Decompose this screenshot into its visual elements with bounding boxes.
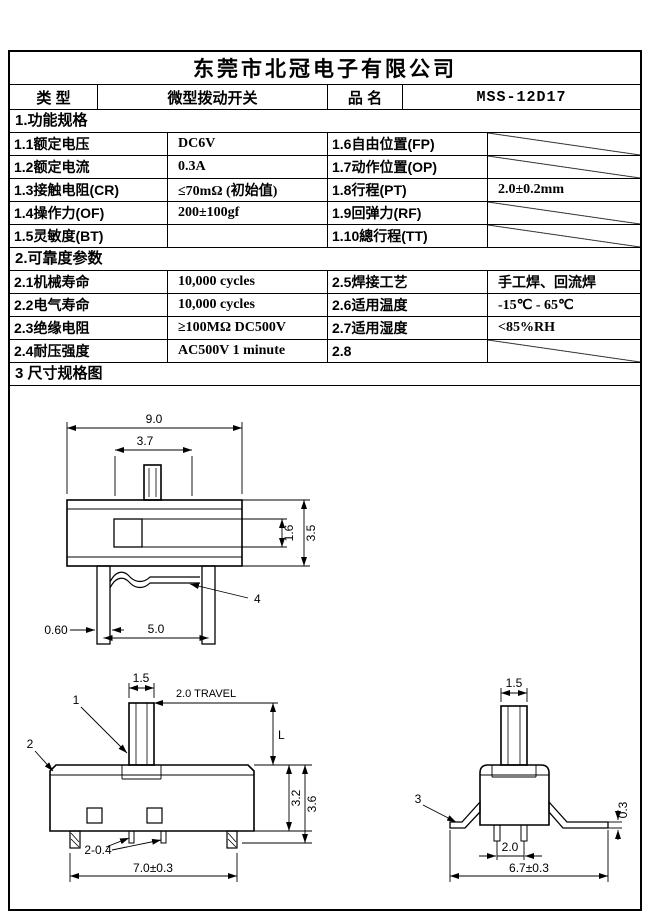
table-row: 1.1额定电压 DC6V 1.6自由位置(FP) — [10, 133, 640, 156]
table-row: 1.5灵敏度(BT) 1.10總行程(TT) — [10, 225, 640, 248]
spec-label: 2.4耐压强度 — [14, 343, 90, 359]
dim-travel: 2.0 TRAVEL — [176, 688, 236, 700]
table-row: 1.4操作力(OF) 200±100gf 1.9回弹力(RF) — [10, 202, 640, 225]
spec-sheet: 东莞市北冠电子有限公司 类 型 微型拨动开关 品 名 MSS-12D17 1.功… — [8, 50, 642, 911]
front-view-pins — [69, 830, 238, 849]
spec-value: -15℃ - 65℃ — [487, 294, 640, 316]
part-label-2: 2 — [27, 737, 34, 751]
section1-title: 1.功能规格 — [10, 110, 640, 133]
dim-knob-width: 1.5 — [506, 676, 523, 690]
side-view-pins — [493, 824, 528, 842]
part-label-1: 1 — [73, 693, 80, 707]
part-number: MSS-12D17 — [402, 85, 640, 109]
spec-value: 10,000 cycles — [167, 294, 327, 316]
spec-value: <85%RH — [487, 317, 640, 339]
name-label: 品 名 — [327, 85, 402, 109]
spec-label: 1.2额定电流 — [14, 159, 90, 175]
top-view-dim-text: 9.0 3.7 1.6 3.5 0.60 5.0 4 — [44, 412, 318, 637]
spec-label: 2.8 — [327, 340, 487, 362]
part-label-4: 4 — [254, 592, 261, 606]
spec-value-na — [487, 225, 640, 247]
front-view-dim-text: 1.5 2.0 TRAVEL 1 2 L 3.2 3.6 2-0.4 7.0±0… — [27, 671, 319, 875]
spec-label: 2.1机械寿命 — [14, 274, 90, 290]
dim-total-height: 3.6 — [305, 795, 319, 812]
spec-value — [167, 225, 327, 247]
dim-knob-width: 1.5 — [133, 671, 150, 685]
spec-value: AC500V 1 minute — [167, 340, 327, 362]
type-label: 类 型 — [36, 89, 71, 107]
spec-label: 1.7动作位置(OP) — [327, 156, 487, 178]
spec-value: 手工焊、回流焊 — [487, 271, 640, 293]
side-view — [422, 688, 622, 882]
top-view-spring-clip — [109, 571, 200, 589]
dim-overall-width: 7.0±0.3 — [133, 861, 173, 875]
type-value: 微型拨动开关 — [97, 85, 327, 109]
side-view-dim-text: 1.5 3 0.3 2.0 6.7±0.3 — [415, 676, 630, 875]
table-row: 2.4耐压强度 AC500V 1 minute 2.8 — [10, 340, 640, 363]
spec-label: 2.5焊接工艺 — [327, 271, 487, 293]
front-view-dim-lines — [34, 683, 312, 882]
dim-overall-width: 9.0 — [146, 412, 163, 426]
spec-label: 1.10總行程(TT) — [327, 225, 487, 247]
spec-label: 1.3接触电阻(CR) — [14, 182, 120, 198]
spec-value-na — [487, 156, 640, 178]
dim-height-l: L — [278, 728, 285, 742]
part-label-3: 3 — [415, 792, 422, 806]
spec-label: 1.6自由位置(FP) — [327, 133, 487, 155]
table-row: 2.3绝缘电阻 ≥100MΩ DC500V 2.7适用湿度 <85%RH — [10, 317, 640, 340]
dim-foot-thickness: 0.3 — [616, 801, 630, 818]
table-row: 2.2电气寿命 10,000 cycles 2.6适用温度 -15℃ - 65℃ — [10, 294, 640, 317]
spec-value-na — [487, 133, 640, 155]
section3-title: 3 尺寸规格图 — [10, 363, 640, 386]
top-view-knob — [143, 464, 162, 501]
top-view-body — [66, 499, 287, 567]
spec-value: ≤70mΩ (初始值) — [167, 179, 327, 201]
dimension-drawing-svg: 9.0 3.7 1.6 3.5 0.60 5.0 4 — [27, 412, 630, 882]
dim-pin-note: 2-0.4 — [84, 843, 112, 857]
spec-value: DC6V — [167, 133, 327, 155]
spec-label: 1.5灵敏度(BT) — [14, 228, 104, 244]
dim-overall-width: 6.7±0.3 — [509, 861, 549, 875]
front-view-knob — [128, 702, 155, 766]
table-row: 1.2额定电流 0.3A 1.7动作位置(OP) — [10, 156, 640, 179]
spec-value: 0.3A — [167, 156, 327, 178]
front-view — [34, 683, 312, 882]
spec-value: 10,000 cycles — [167, 271, 327, 293]
product-row: 类 型 微型拨动开关 品 名 MSS-12D17 — [10, 85, 640, 110]
spec-value: ≥100MΩ DC500V — [167, 317, 327, 339]
spec-label: 1.9回弹力(RF) — [327, 202, 487, 224]
side-view-knob — [500, 705, 528, 766]
top-view-dim-lines — [66, 422, 310, 641]
company-name: 东莞市北冠电子有限公司 — [10, 52, 640, 85]
spec-value-na — [487, 340, 640, 362]
spec-label: 1.8行程(PT) — [327, 179, 487, 201]
side-view-dim-lines — [422, 688, 622, 882]
spec-value-na — [487, 202, 640, 224]
side-view-mount-legs — [449, 800, 609, 829]
spec-label: 1.1额定电压 — [14, 136, 90, 152]
spec-label: 2.3绝缘电阻 — [14, 320, 90, 336]
dim-slot-width: 3.7 — [137, 434, 154, 448]
spec-label: 2.7适用湿度 — [327, 317, 487, 339]
top-view — [66, 422, 310, 645]
spec-value: 200±100gf — [167, 202, 327, 224]
dim-pin-pitch: 2.0 — [502, 840, 519, 854]
section2-title: 2.可靠度参数 — [10, 248, 640, 271]
spec-label: 1.4操作力(OF) — [14, 205, 105, 221]
table-row: 2.1机械寿命 10,000 cycles 2.5焊接工艺 手工焊、回流焊 — [10, 271, 640, 294]
side-view-body — [479, 764, 550, 826]
dimension-drawing: 9.0 3.7 1.6 3.5 0.60 5.0 4 — [10, 386, 640, 909]
dim-body-height: 3.2 — [289, 789, 303, 806]
dim-body-height: 3.5 — [304, 524, 318, 541]
table-row: 1.3接触电阻(CR) ≤70mΩ (初始值) 1.8行程(PT) 2.0±0.… — [10, 179, 640, 202]
dim-window-height: 1.6 — [282, 524, 296, 541]
front-view-body — [49, 764, 255, 832]
dim-pin-width: 0.60 — [44, 623, 68, 637]
dim-pin-pitch: 5.0 — [148, 622, 165, 636]
spec-label: 2.6适用温度 — [327, 294, 487, 316]
spec-value: 2.0±0.2mm — [487, 179, 640, 201]
top-view-pins — [96, 565, 216, 645]
spec-label: 2.2电气寿命 — [14, 297, 90, 313]
